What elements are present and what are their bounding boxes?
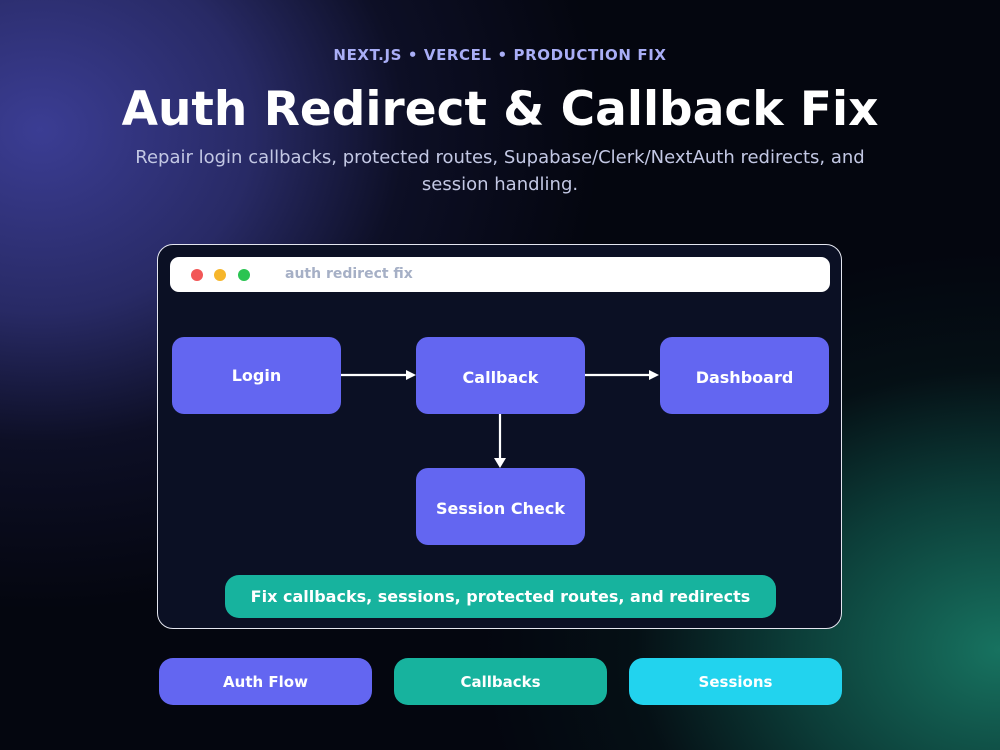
minimize-dot-icon[interactable] [214,269,226,281]
window-title: auth redirect fix [285,266,413,282]
maximize-dot-icon[interactable] [238,269,250,281]
tag-sessions: Sessions [629,658,842,705]
tag-callbacks: Callbacks [394,658,607,705]
close-dot-icon[interactable] [191,269,203,281]
node-callback: Callback [416,337,585,414]
arrowhead-login-to-callback [406,370,416,380]
page-subtitle: Repair login callbacks, protected routes… [135,147,865,195]
tag-auth-flow: Auth Flow [159,658,372,705]
arrowhead-callback-to-dashboard [649,370,659,380]
page-title: Auth Redirect & Callback Fix [121,82,879,137]
arrowhead-callback-to-session-check [494,458,506,468]
node-login: Login [172,337,341,414]
window-titlebar: auth redirect fix [170,257,830,292]
eyebrow-tagline: NEXT.JS • VERCEL • PRODUCTION FIX [333,46,667,64]
node-dashboard: Dashboard [660,337,829,414]
fix-summary-banner: Fix callbacks, sessions, protected route… [225,575,776,618]
node-session-check: Session Check [416,468,585,545]
